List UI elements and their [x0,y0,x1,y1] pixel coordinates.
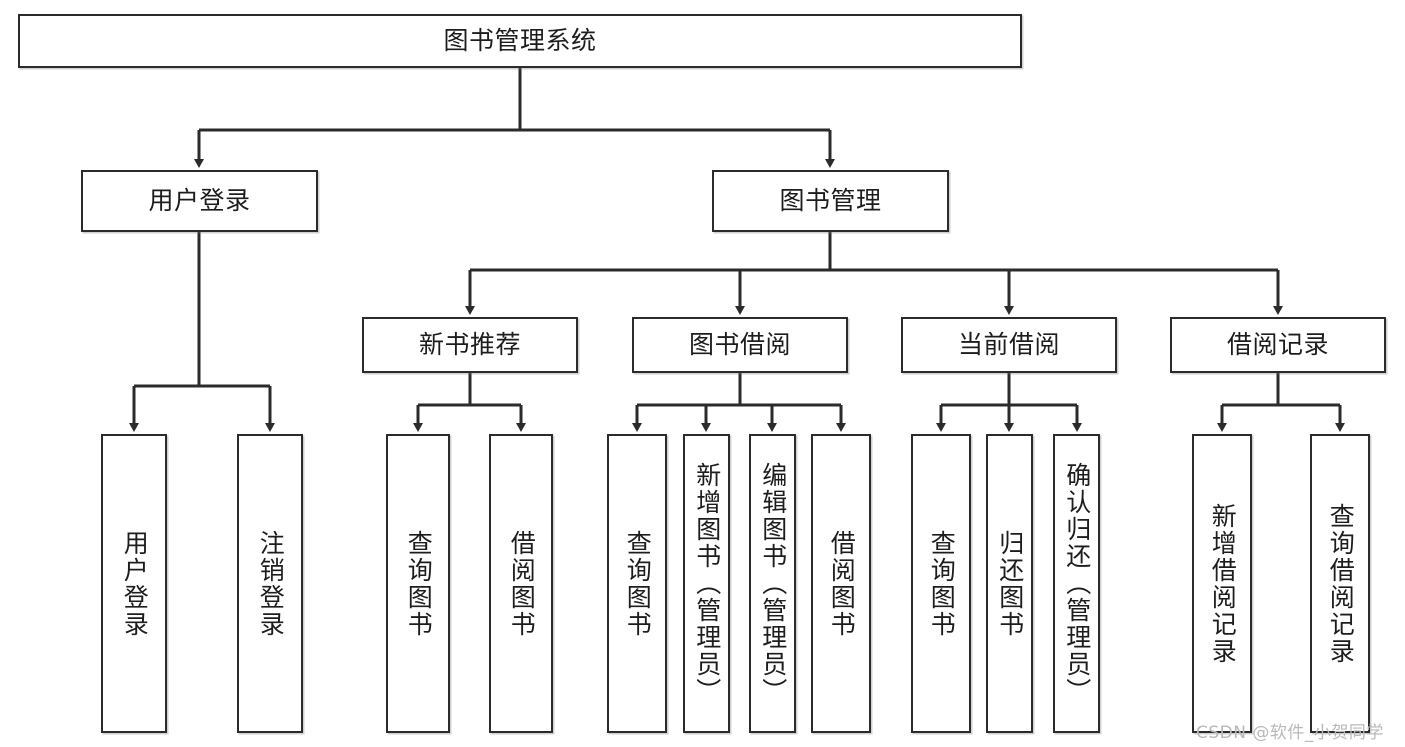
node-label: 当前借阅 [957,330,1060,360]
node-leaf-add-borrow-record[interactable]: 新增借阅记录 [1192,434,1252,733]
node-label: 用户登录 [120,529,150,638]
node-label: 新增借阅记录 [1208,502,1238,665]
node-borrow-record[interactable]: 借阅记录 [1170,317,1386,373]
node-label: 确认归还（管理员） [1062,462,1092,705]
node-leaf-query-borrow-record[interactable]: 查询借阅记录 [1310,434,1370,733]
node-label: 注销登录 [256,529,286,638]
node-label: 借阅图书 [827,529,857,638]
node-current-borrow[interactable]: 当前借阅 [901,317,1117,373]
node-leaf-edit-book-admin[interactable]: 编辑图书（管理员） [749,434,796,733]
node-leaf-query-book-borrow[interactable]: 查询图书 [607,434,667,733]
node-leaf-logout[interactable]: 注销登录 [237,434,303,733]
node-label: 查询图书 [623,529,653,638]
node-label: 新增图书（管理员） [692,462,722,705]
node-book-management[interactable]: 图书管理 [712,170,949,232]
node-label: 用户登录 [148,186,251,216]
node-book-borrow[interactable]: 图书借阅 [632,317,848,373]
node-leaf-user-login[interactable]: 用户登录 [101,434,167,733]
node-root-book-management-system[interactable]: 图书管理系统 [18,14,1022,68]
node-leaf-return-book[interactable]: 归还图书 [986,434,1033,733]
node-label: 借阅图书 [507,529,537,638]
node-user-login[interactable]: 用户登录 [81,170,318,232]
node-label: 编辑图书（管理员） [758,462,788,705]
node-label: 查询借阅记录 [1326,502,1356,665]
node-label: 查询图书 [404,529,434,638]
node-leaf-query-book-recommend[interactable]: 查询图书 [386,434,450,733]
node-label: 借阅记录 [1226,330,1329,360]
node-new-book-recommend[interactable]: 新书推荐 [362,317,578,373]
node-leaf-confirm-return-admin[interactable]: 确认归还（管理员） [1053,434,1100,733]
node-label: 图书管理系统 [443,26,597,56]
node-label: 图书管理 [779,186,882,216]
node-label: 图书借阅 [688,330,791,360]
node-leaf-query-book-current[interactable]: 查询图书 [911,434,971,733]
node-leaf-borrow-book[interactable]: 借阅图书 [811,434,871,733]
watermark-credit: CSDN @软件_小贺同学 [1196,723,1384,743]
node-label: 新书推荐 [418,330,521,360]
node-leaf-add-book-admin[interactable]: 新增图书（管理员） [683,434,730,733]
node-label: 归还图书 [995,529,1025,638]
node-label: 查询图书 [927,529,957,638]
node-leaf-borrow-book-recommend[interactable]: 借阅图书 [489,434,553,733]
